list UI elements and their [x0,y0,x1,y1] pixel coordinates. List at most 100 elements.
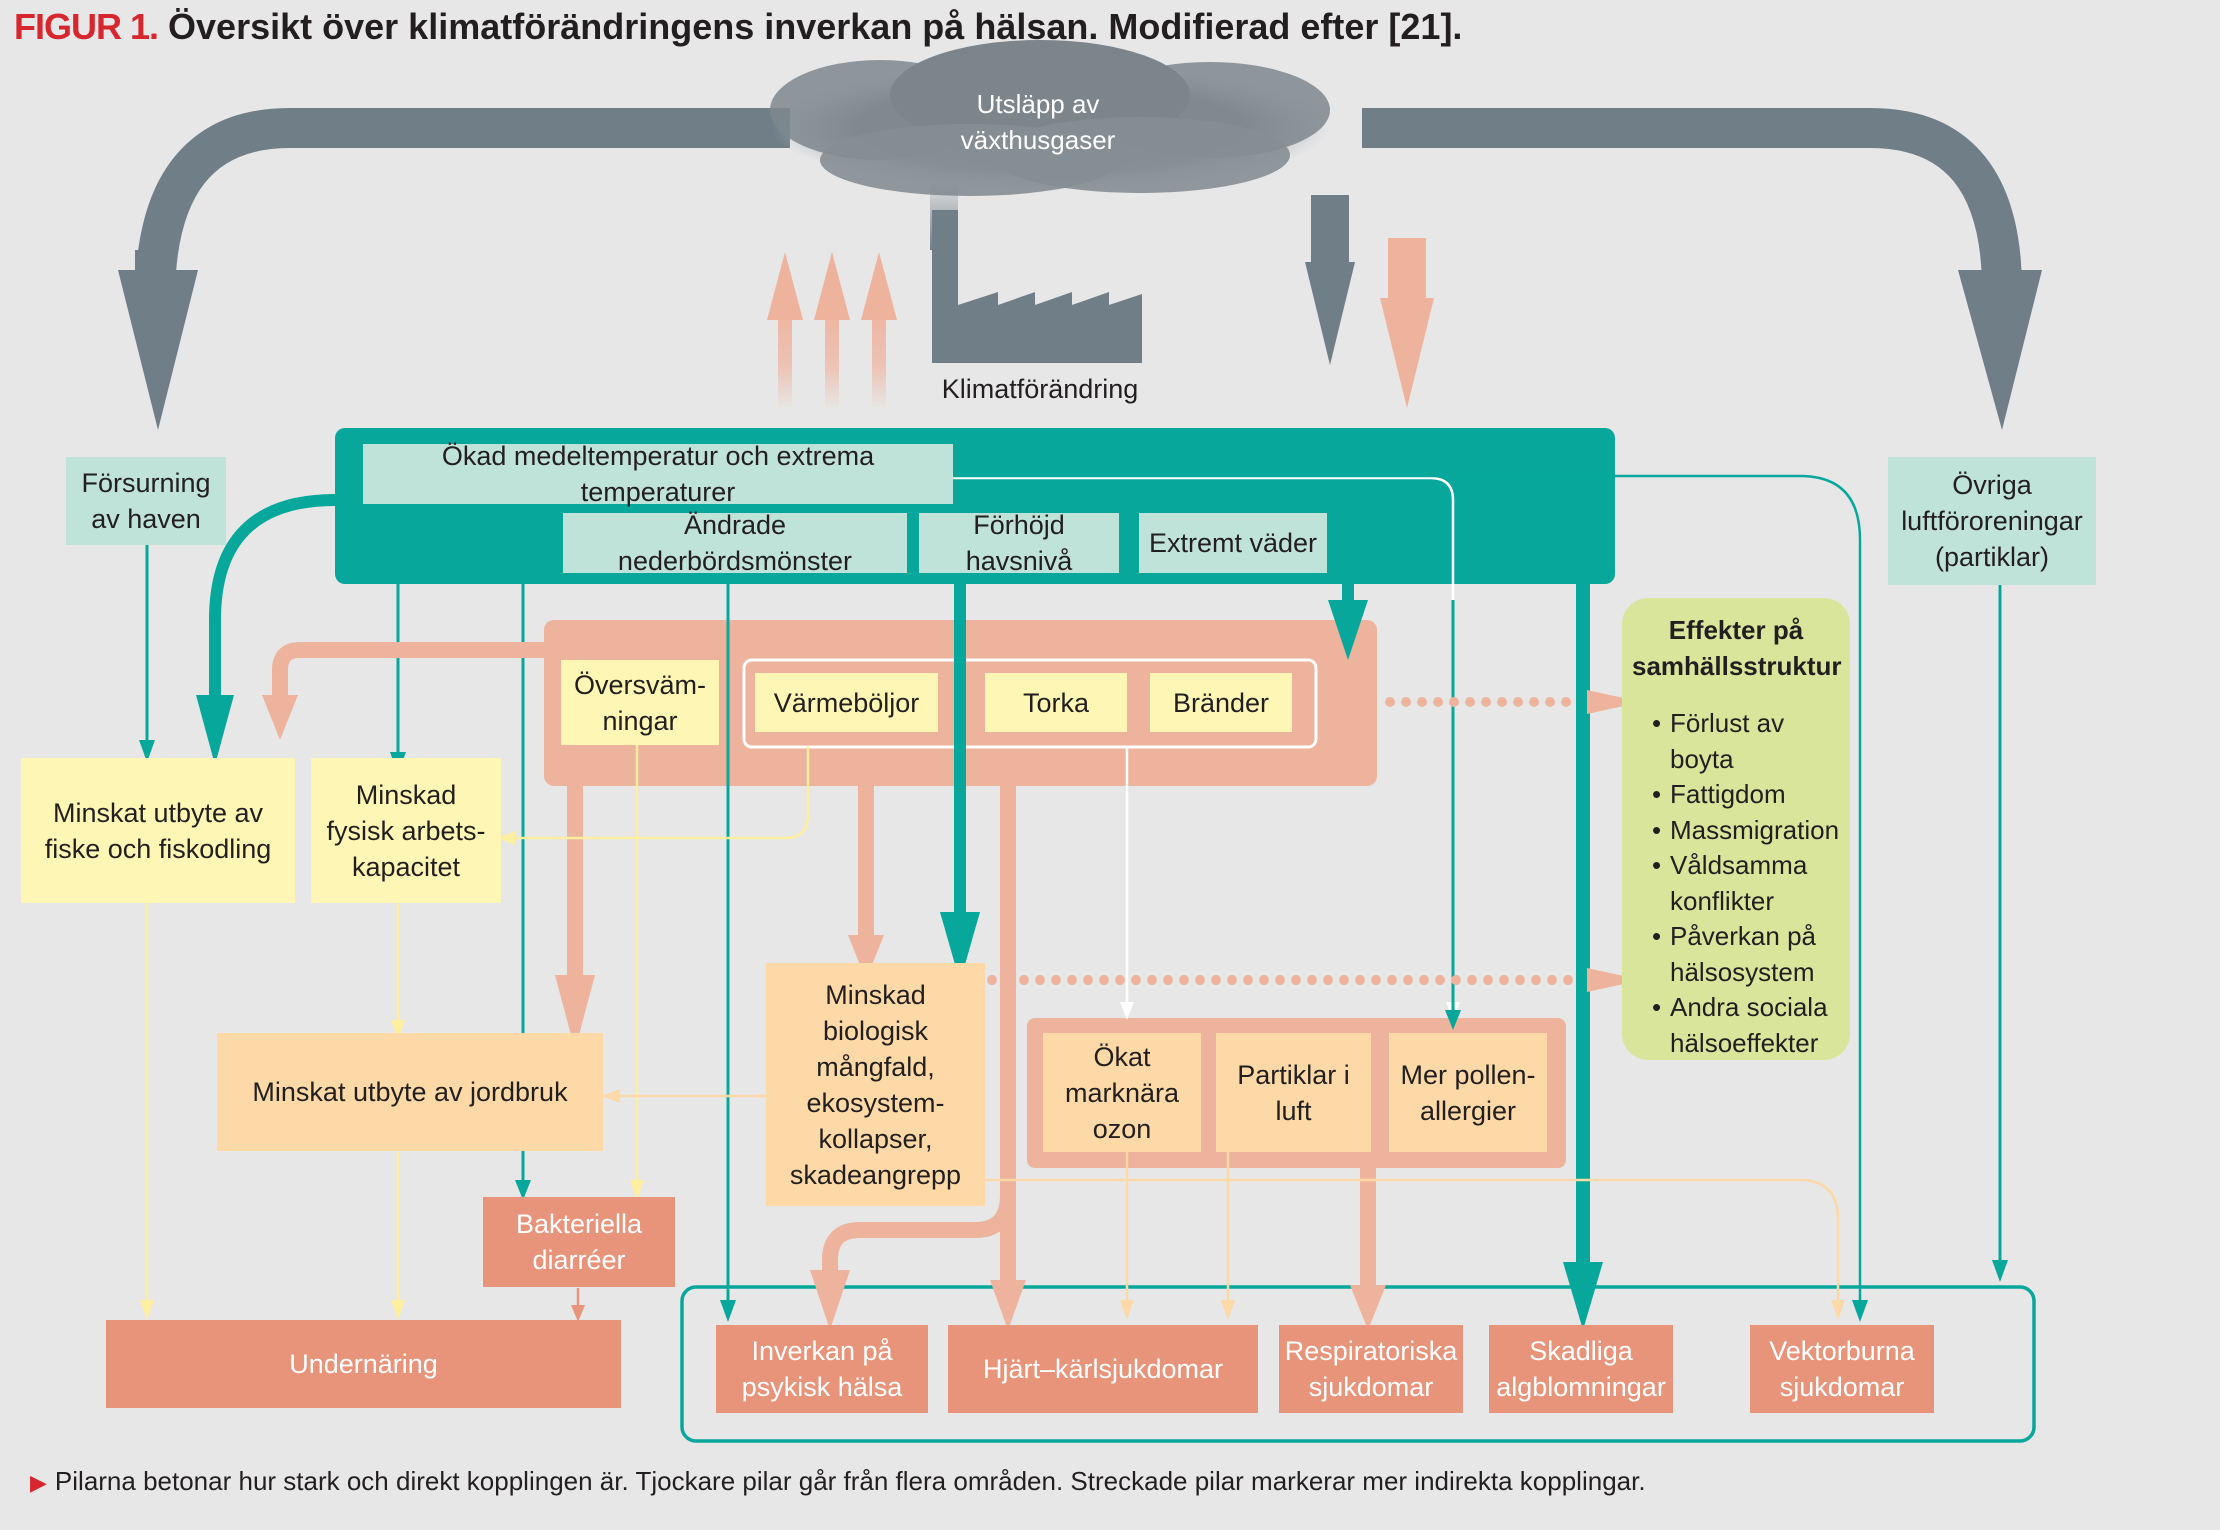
society-effects-heading: Effekter på samhällsstruktur [1632,615,1842,681]
temperature-box: Ökad medeltemperatur och extrema tempera… [363,441,953,507]
effect-item: Andra sociala hälsoeffekter [1652,990,1840,1061]
dot [1179,975,1189,985]
dotted-arrows [987,690,1642,992]
agriculture-box: Minskat utbyte av jordbruk [217,1033,603,1151]
dot [1465,697,1475,707]
dot [1547,975,1557,985]
dot [1419,975,1429,985]
dot [1211,975,1221,985]
dot [1385,697,1395,707]
effect-item: Påverkan på hälsosystem [1652,919,1840,990]
dot [1515,975,1525,985]
dot [1323,975,1333,985]
malnutrition-box: Undernäring [106,1320,621,1408]
dot [1371,975,1381,985]
effect-item: Massmigration [1652,813,1840,849]
dot [1163,975,1173,985]
dot [1291,975,1301,985]
white-arrowheads [1120,1002,1460,1020]
heat-group-outline [742,658,1318,749]
dot [1401,697,1411,707]
pollen-box: Mer pollen-allergier [1389,1033,1547,1152]
dot [1227,975,1237,985]
dot [1259,975,1269,985]
biodiversity-box: Minskad biologisk mångfald, ekosystem-ko… [766,963,985,1206]
society-effects-panel: Effekter på samhällsstruktur Förlust av … [1622,598,1850,1060]
grey-arc-right [1362,108,2042,430]
pale-arrowheads [140,831,644,1320]
temp-to-vector-line [952,474,1862,1310]
salmon-thick-arrowheads [262,695,1386,1330]
drought-box: Torka [985,673,1127,732]
particles-box: Partiklar i luft [1216,1033,1371,1152]
dot [1067,975,1077,985]
dot [1531,975,1541,985]
precipitation-box: Ändrade nederbördsmönster [563,510,907,576]
dot [1483,975,1493,985]
grey-arc-left [118,108,790,430]
flooding-box: Översväm-ningar [561,660,719,745]
caption-text: Pilarna betonar hur stark och direkt kop… [54,1466,1646,1496]
figure-title-text: Översikt över klimatförändringens inverk… [168,6,1463,47]
dot [1563,975,1573,985]
dot [1561,697,1571,707]
peach-arrowheads [602,1089,1845,1320]
algae-box: Skadliga algblomningar [1489,1325,1673,1413]
dot [1433,697,1443,707]
dot [1147,975,1157,985]
dot [1417,697,1427,707]
fires-box: Bränder [1150,673,1292,732]
factory-icon [932,210,1142,363]
dot [1243,975,1253,985]
mental-health-box: Inverkan på psykisk hälsa [716,1325,928,1413]
teal-thick-arrowheads [196,600,1603,1330]
salmon-thick-arrows [272,642,1376,1290]
pollen-arrowhead [1445,1010,1461,1030]
climate-change-label: Klimatförändring [941,374,1139,404]
extreme-weather-box: Extremt väder [1139,513,1327,573]
bacterial-arrowhead [571,1305,585,1322]
dot [1019,975,1029,985]
white-lines [952,476,1455,1010]
dot [1035,975,1045,985]
dot [1275,975,1285,985]
pale-lines [145,742,810,1310]
dot [1387,975,1397,985]
effect-item: Våldsamma konflikter [1652,848,1840,919]
effect-item: Fattigdom [1652,777,1840,813]
figure-title: FIGUR 1. Översikt över klimatförändringe… [14,6,1462,48]
dot [1499,975,1509,985]
dot [1497,697,1507,707]
vector-box: Vektorburna sjukdomar [1750,1325,1934,1413]
other-pollution-box: Övriga luftföroreningar (partiklar) [1888,457,2096,585]
dot [1051,975,1061,985]
dotted-arrow-biodiversity-to-society [987,975,1573,985]
teal-thin-arrowheads [139,740,2008,1322]
society-effects-list: Förlust av boyta Fattigdom Massmigration… [1632,706,1840,1061]
figure-number: FIGUR 1. [14,6,159,47]
dot [1435,975,1445,985]
fish-box: Minskat utbyte av fiske och fiskodling [21,758,295,903]
vector-arrowhead [1852,1300,1868,1322]
ozone-box: Ökat marknära ozon [1043,1033,1201,1152]
respiratory-box: Respiratoriska sjukdomar [1279,1325,1463,1413]
dot [1545,697,1555,707]
sea-level-box: Förhöjd havsnivå [919,510,1119,576]
heat-arrows [767,252,897,410]
dot [1307,975,1317,985]
heatwaves-box: Värmeböljor [755,673,938,732]
dot [1003,975,1013,985]
bacterial-box: Bakteriella diarréer [483,1197,675,1287]
dot [1339,975,1349,985]
dot [1529,697,1539,707]
peach-lines [610,1094,1840,1310]
dot [1449,697,1459,707]
work-capacity-box: Minskad fysisk arbets-kapacitet [311,758,501,903]
dotted-arrow-events-to-society [1385,697,1571,707]
emission-label: Utsläpp av växthusgaser [960,89,1116,155]
dot [1355,975,1365,985]
down-arrows-climate [1305,195,1434,408]
dot [1115,975,1125,985]
dot [1403,975,1413,985]
figure-caption: ▶Pilarna betonar hur stark och direkt ko… [30,1466,1646,1497]
